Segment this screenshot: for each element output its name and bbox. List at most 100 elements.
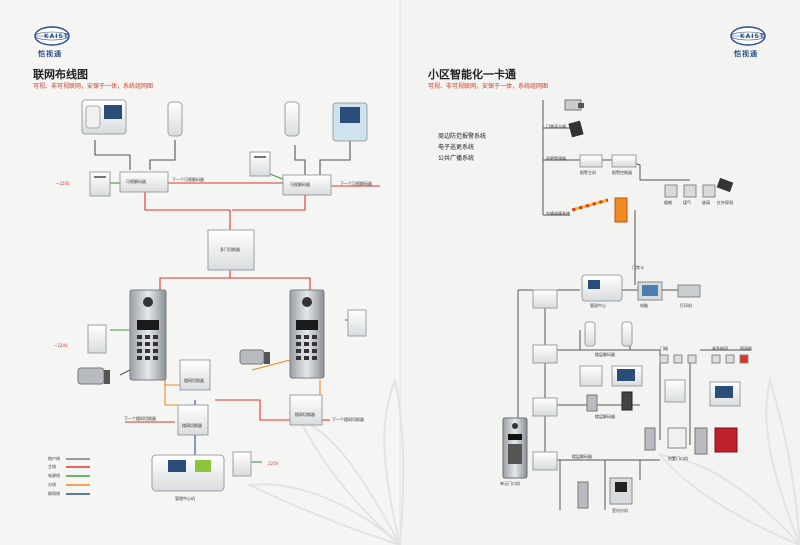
left-page-title: 联网布线图: [33, 68, 88, 81]
video-monitor-left[interactable]: [81, 99, 127, 135]
logo-right-text: KAIST: [740, 33, 765, 40]
label-alarm-host: 报警主机: [580, 170, 596, 175]
legend-lines: [66, 458, 90, 495]
label-card: 门禁卡: [632, 265, 644, 270]
system-item-1: 电子巡更系统: [438, 144, 475, 151]
legend-item-4: 联网线: [48, 491, 60, 496]
handset-right[interactable]: [284, 101, 300, 137]
right-page-title: 小区智能化一卡通: [428, 68, 516, 81]
label-bus2: 楼层解码器: [595, 414, 615, 419]
legend-item-1: 主线: [48, 464, 56, 469]
legend-item-0: 地户线: [48, 456, 60, 461]
label-next-decoder-top: 下一个可视解码器: [172, 177, 204, 182]
left-page-subtitle: 可视、非可视联网，安保于一体，系统组网图: [33, 83, 154, 90]
bus-box-low[interactable]: [532, 397, 558, 417]
speed-dome-camera[interactable]: [564, 99, 584, 111]
label-next-switch-right: 下一个楼网切换器: [332, 417, 364, 422]
alarm-host[interactable]: [579, 154, 603, 168]
alarm-panel[interactable]: [611, 154, 637, 168]
label-power-mid: ~220V: [54, 343, 68, 348]
label-door-lock: 门磁: [660, 346, 668, 351]
logo-left-text: KAIST: [44, 33, 69, 40]
label-power-top: ~220V: [56, 181, 70, 186]
switch-box-c[interactable]: [289, 394, 323, 426]
bus-box-top[interactable]: [532, 289, 558, 309]
gas-detector[interactable]: [683, 184, 697, 198]
logo-right: [730, 26, 766, 46]
system-item-2: 公共广播系统: [438, 155, 475, 162]
label-decoder-left: 可视解码器: [126, 179, 146, 184]
left-page-bg: [0, 0, 400, 545]
bus-box-mid[interactable]: [532, 344, 558, 364]
decoder-left[interactable]: [119, 171, 169, 193]
label-gas: 煤气: [683, 200, 691, 205]
label-alarm-panel: 报警控制器: [612, 170, 632, 175]
right-page-subtitle: 可视、非可视联网，安保于一体，系统组网图: [428, 83, 549, 90]
legend-item-2: 电源线: [48, 473, 60, 478]
unit-door-station[interactable]: [502, 417, 528, 479]
video-monitor-right[interactable]: [332, 102, 368, 142]
right-page-bg: [400, 0, 800, 545]
sensor-row[interactable]: [659, 354, 749, 364]
power-supply-top-left[interactable]: [89, 171, 111, 197]
switch-box-a[interactable]: [179, 359, 211, 391]
label-video: 门禁读卡器: [546, 124, 566, 129]
label-management: 管理中心机: [175, 496, 195, 501]
label-glass: 玻璃: [702, 200, 710, 205]
small-door-stations[interactable]: [577, 391, 656, 509]
brand-name-left: 恺视通: [38, 50, 62, 58]
label-emergency: 紧急按钮: [712, 346, 728, 351]
label-next-switch-left: 下一个楼网切换器: [124, 416, 156, 421]
label-ir: 红外探测: [717, 200, 733, 205]
switch-box-b[interactable]: [177, 404, 209, 436]
label-power-bottom: 220V: [268, 461, 279, 466]
management-center-console[interactable]: [581, 274, 623, 302]
label-gate: 车辆道闸系统: [546, 211, 570, 216]
label-center: 管理中心: [590, 303, 606, 308]
label-decoder-right: 可视解码器: [290, 182, 310, 187]
door-station-right[interactable]: [289, 289, 325, 379]
camera-right[interactable]: [239, 349, 270, 365]
glass-detector[interactable]: [702, 184, 716, 198]
bus-box-bottom[interactable]: [532, 451, 558, 471]
card-reader[interactable]: [568, 120, 584, 138]
barrier-gate[interactable]: [571, 197, 628, 223]
smoke-detector[interactable]: [664, 184, 678, 198]
label-switch-box-b: 楼网切换器: [182, 423, 202, 428]
door-station-left[interactable]: [129, 289, 167, 381]
label-switch: 多门切换器: [220, 247, 240, 252]
legend-item-3: 分线: [48, 482, 56, 487]
label-indoor: 室内分机: [612, 508, 628, 513]
management-pc[interactable]: [637, 281, 663, 301]
label-next-decoder: 下一个可视解码器: [340, 181, 372, 186]
indoor-handsets[interactable]: [584, 321, 633, 347]
label-unit-door: 单元门口机: [500, 481, 520, 486]
ir-detector[interactable]: [716, 177, 734, 193]
power-supply-mid-right[interactable]: [347, 309, 367, 337]
power-supply-top-right[interactable]: [249, 151, 271, 177]
brand-name-right: 恺视通: [734, 50, 758, 58]
label-switch-box-a: 楼网切换器: [184, 378, 204, 383]
label-bus3: 楼层解码器: [572, 454, 592, 459]
printer[interactable]: [677, 284, 701, 298]
management-console[interactable]: [151, 454, 225, 492]
label-patrol: 巡更管理器: [546, 156, 566, 161]
multi-door-switch[interactable]: [207, 229, 255, 271]
camera-left[interactable]: [77, 367, 110, 385]
power-supply-mid-left[interactable]: [87, 324, 107, 354]
decoder-right[interactable]: [282, 174, 332, 196]
logo-left: [34, 26, 70, 46]
label-sensor: 探测器: [740, 346, 752, 351]
system-item-0: 周边防范报警系统: [438, 133, 487, 140]
power-supply-bottom[interactable]: [232, 451, 252, 477]
label-printer: 打印机: [680, 303, 692, 308]
label-switch-box-c: 楼网切换器: [295, 412, 315, 417]
label-smoke: 烟感: [664, 200, 672, 205]
indoor-monitors[interactable]: [579, 365, 643, 387]
villa-units[interactable]: [664, 379, 741, 455]
handset-left[interactable]: [167, 101, 183, 137]
label-bus1: 楼层解码器: [595, 352, 615, 357]
decorative-flower-right: [657, 376, 800, 545]
